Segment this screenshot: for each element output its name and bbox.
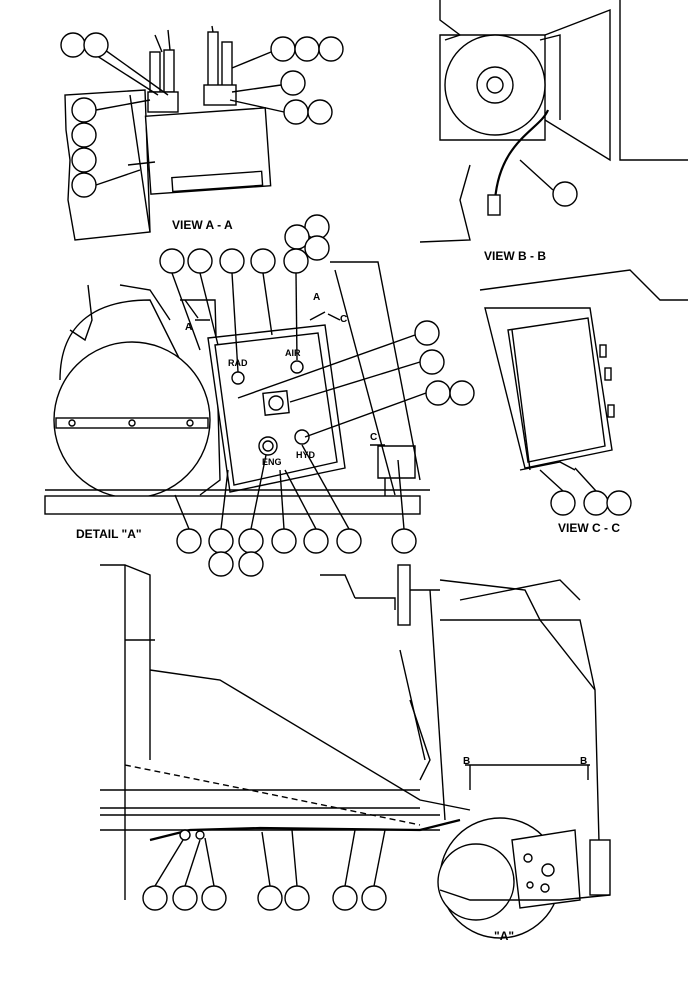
view-b-b-label: VIEW B - B xyxy=(484,249,546,263)
callout-balloon xyxy=(142,885,168,911)
callout-balloon xyxy=(283,99,309,125)
view-b-b: VIEW B - B xyxy=(419,0,688,263)
callout-balloon xyxy=(271,528,297,554)
detail-section-c-top: C xyxy=(340,314,347,325)
callout-balloon xyxy=(208,551,234,577)
gauge-hyd-label: HYD xyxy=(296,450,316,460)
callout-balloon xyxy=(284,885,310,911)
gauge-air-label: AIR xyxy=(285,348,301,358)
callout-balloon xyxy=(219,248,245,274)
callout-balloon xyxy=(238,551,264,577)
callout-balloon xyxy=(414,320,440,346)
callout-balloon xyxy=(606,490,632,516)
view-a-a-label: VIEW A - A xyxy=(172,218,233,232)
callout-balloon xyxy=(391,528,417,554)
callout-balloon xyxy=(449,380,475,406)
callout-balloon xyxy=(250,248,276,274)
callout-balloon xyxy=(419,349,445,375)
callout-balloon xyxy=(425,380,451,406)
callout-balloon xyxy=(60,32,86,58)
section-b-left: B xyxy=(463,756,470,767)
callout-balloon xyxy=(318,36,344,62)
callout-balloon xyxy=(201,885,227,911)
callout-balloon xyxy=(283,248,309,274)
callout-balloon xyxy=(71,122,97,148)
callout-balloon xyxy=(71,147,97,173)
section-b-right: B xyxy=(580,756,587,767)
callout-balloon xyxy=(361,885,387,911)
callout-balloon xyxy=(294,36,320,62)
callout-balloon xyxy=(208,528,234,554)
callout-balloon xyxy=(307,99,333,125)
callout-balloon xyxy=(280,70,306,96)
callout-balloon xyxy=(270,36,296,62)
callout-balloon xyxy=(336,528,362,554)
detail-a-marker: "A" xyxy=(494,929,514,943)
callout-balloon xyxy=(550,490,576,516)
detail-section-a-top: A xyxy=(313,292,320,303)
callout-balloon xyxy=(187,248,213,274)
detail-a-label: DETAIL "A" xyxy=(76,527,142,541)
machine-side-view: B B "A" xyxy=(100,564,611,943)
callout-balloon xyxy=(304,235,330,261)
view-c-c: VIEW C - C xyxy=(479,269,688,535)
callout-balloon xyxy=(159,248,185,274)
callout-balloon xyxy=(238,528,264,554)
callout-balloon xyxy=(303,528,329,554)
view-a-a: VIEW A - A xyxy=(64,25,272,241)
detail-section-c-bottom: C xyxy=(370,432,377,443)
detail-section-a-left: A xyxy=(185,322,192,333)
callout-balloon xyxy=(176,528,202,554)
detail-a: RAD AIR ENG HYD A A C C DETAIL "A" xyxy=(44,261,430,541)
callout-balloon xyxy=(83,32,109,58)
callout-balloon xyxy=(71,172,97,198)
callout-balloon xyxy=(552,181,578,207)
callout-balloon xyxy=(583,490,609,516)
callout-balloons xyxy=(60,32,632,911)
callout-balloon xyxy=(172,885,198,911)
callout-balloon xyxy=(71,97,97,123)
gauge-eng-label: ENG xyxy=(262,457,282,467)
view-c-c-label: VIEW C - C xyxy=(558,521,620,535)
callout-balloon xyxy=(257,885,283,911)
callout-balloon xyxy=(332,885,358,911)
